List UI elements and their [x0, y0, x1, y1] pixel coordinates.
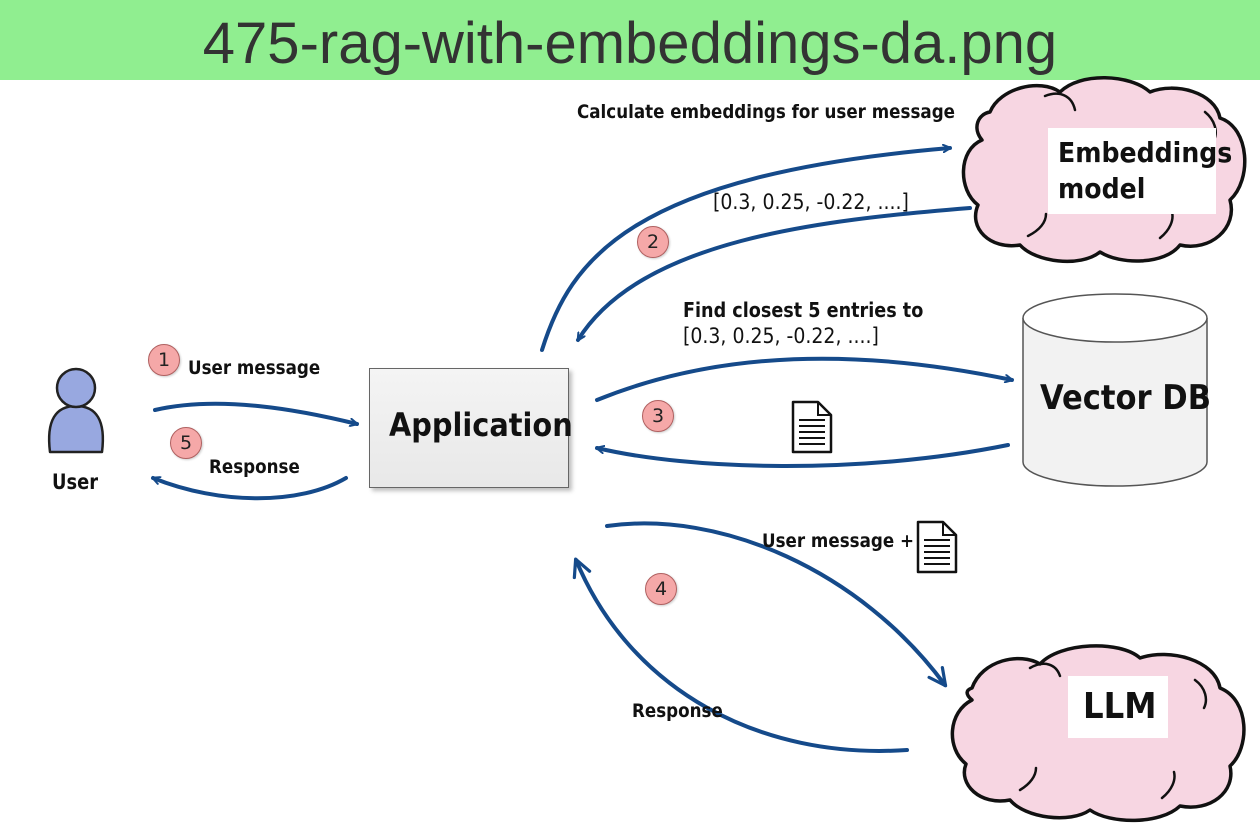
application-label: Application: [389, 406, 573, 444]
application-node: [369, 368, 569, 488]
image-title: 475-rag-with-embeddings-da.png: [202, 11, 1058, 76]
find-closest-label-line1: Find closest 5 entries to: [683, 298, 924, 322]
arrow-app-to-embeddings: [540, 148, 952, 352]
arrow-app-to-user: [151, 476, 348, 501]
calc-embeddings-label: Calculate embeddings for user message: [577, 101, 956, 123]
llm-label: LLM: [1083, 686, 1157, 727]
user-message-label: User message: [188, 357, 321, 379]
user-label: User: [52, 470, 99, 494]
user-figure-icon: [47, 367, 105, 454]
user-message-plus-label: User message +: [762, 530, 915, 552]
llm-response-label: Response: [632, 700, 723, 722]
vector-db-label: Vector DB: [1040, 378, 1212, 418]
arrow-llm-to-app: [572, 557, 909, 753]
embedding-vector-label: [0.3, 0.25, -0.22, ....]: [713, 190, 909, 214]
response-to-user-label: Response: [209, 456, 300, 478]
embeddings-model-label-line2: model: [1058, 172, 1146, 205]
document-icon: [916, 520, 958, 574]
vector-db-cylinder: [1022, 293, 1208, 487]
document-icon: [791, 400, 833, 454]
step-badge-1: 1: [148, 344, 180, 376]
title-banner: 475-rag-with-embeddings-da.png: [0, 0, 1260, 80]
arrow-user-to-app: [153, 401, 359, 424]
step-badge-4: 4: [645, 573, 677, 605]
step-badge-3: 3: [642, 400, 674, 432]
step-badge-5: 5: [170, 427, 202, 459]
embeddings-model-label-line1: Embeddings: [1058, 136, 1233, 169]
arrow-app-to-vectordb: [595, 356, 1014, 402]
step-badge-2: 2: [637, 226, 669, 258]
llm-cloud: [950, 644, 1246, 823]
embeddings-model-cloud: [961, 76, 1247, 264]
arrow-vectordb-to-app: [595, 443, 1010, 468]
arrow-app-to-llm: [605, 521, 948, 688]
find-closest-label-line2: [0.3, 0.25, -0.22, ....]: [683, 324, 879, 348]
arrow-embeddings-to-app: [576, 206, 972, 342]
